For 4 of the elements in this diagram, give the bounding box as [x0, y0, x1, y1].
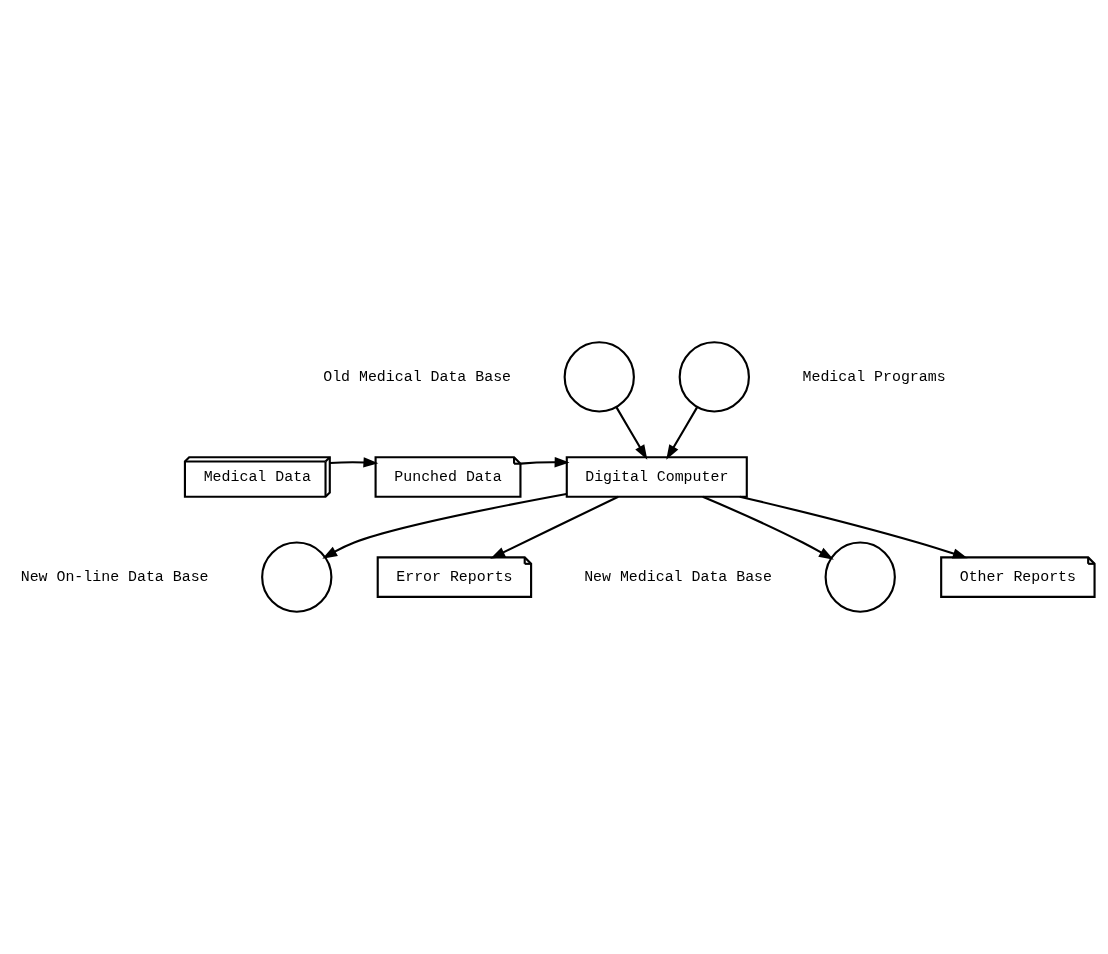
node-label: New Medical Data Base: [584, 569, 773, 586]
node-label: New On-line Data Base: [20, 569, 209, 586]
node-label: Medical Programs: [802, 368, 946, 385]
node-label: Old Medical Data Base: [323, 368, 512, 385]
